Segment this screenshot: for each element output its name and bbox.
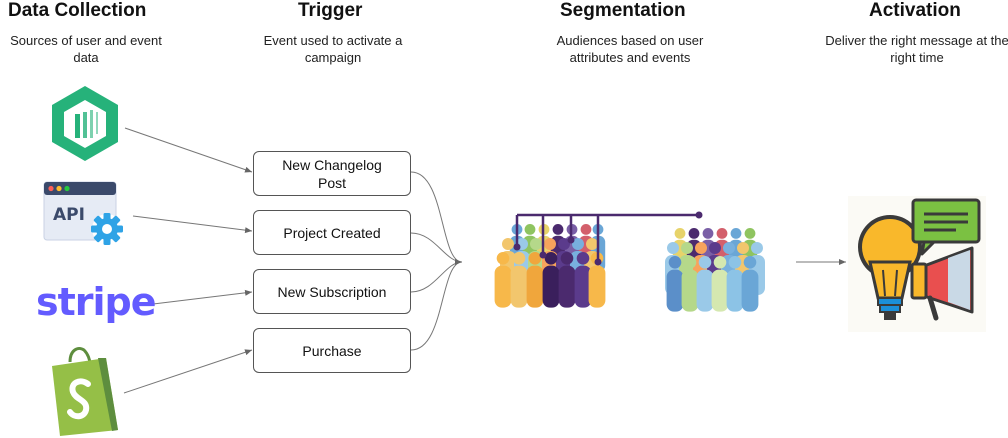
trigger-label: Project Created	[283, 224, 381, 241]
curve-trigger-4	[410, 259, 463, 351]
arrow-stripe-to-trigger	[144, 289, 253, 306]
trigger-label: New Subscription	[277, 283, 387, 300]
curve-trigger-1	[410, 171, 463, 263]
trigger-new-subscription[interactable]: New Subscription	[253, 269, 411, 314]
column-title-data-collection: Data Collection	[8, 0, 147, 21]
column-subtitle-trigger: Event used to activate a campaign	[263, 33, 403, 65]
trigger-project-created[interactable]: Project Created	[253, 210, 411, 255]
stripe-logo-icon: stripe	[36, 280, 157, 324]
column-title-trigger: Trigger	[298, 0, 363, 21]
column-subtitle-data-collection: Sources of user and event data	[10, 33, 162, 65]
column-title-segmentation: Segmentation	[560, 0, 686, 21]
trigger-label: Purchase	[302, 342, 362, 359]
column-title-activation: Activation	[869, 0, 961, 21]
arrow-changelog-to-trigger	[124, 127, 253, 173]
column-subtitle-activation: Deliver the right message at the right t…	[825, 33, 1008, 65]
arrow-shopify-to-trigger	[123, 349, 253, 394]
trigger-purchase[interactable]: Purchase	[253, 328, 411, 373]
arrow-api-to-trigger	[132, 215, 253, 234]
column-subtitle-segmentation: Audiences based on user attributes and e…	[556, 33, 704, 65]
